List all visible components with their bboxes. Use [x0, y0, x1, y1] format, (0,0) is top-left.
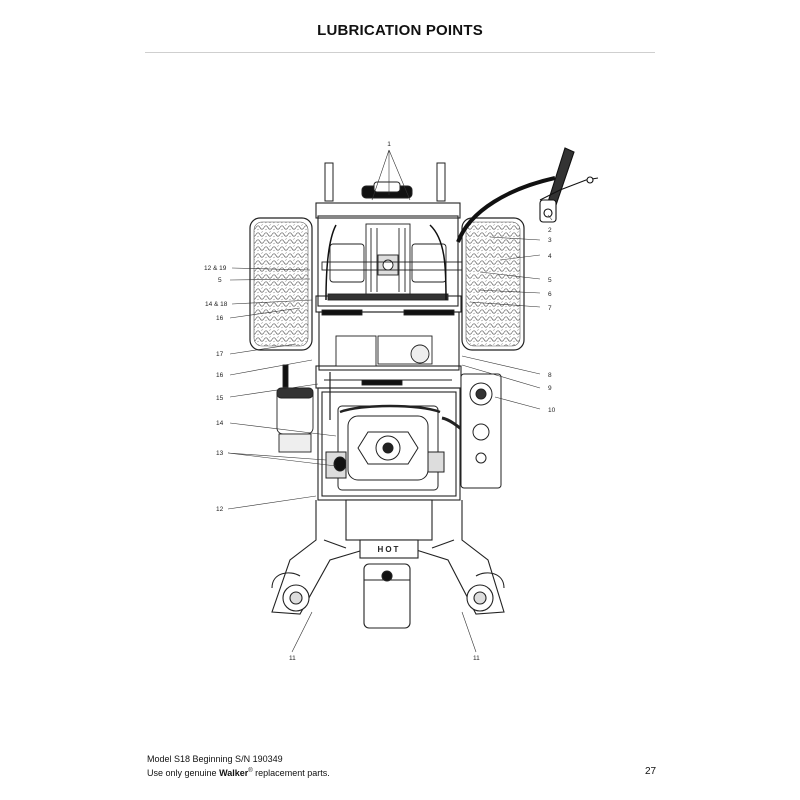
- callout-17: 17: [216, 351, 224, 358]
- hydraulic-hoses: [325, 176, 556, 301]
- callout-5-left: 5: [218, 277, 222, 284]
- callout-5-right: 5: [548, 277, 552, 284]
- callout-11-left: 11: [289, 655, 296, 662]
- brand-name: Walker: [219, 768, 249, 778]
- title-divider: [145, 52, 655, 53]
- leader-lines: [227, 149, 553, 653]
- callout-12-19: 12 & 19: [204, 265, 227, 272]
- callout-6: 6: [548, 291, 552, 298]
- hydraulic-pump: [324, 335, 452, 420]
- callout-14: 14: [216, 420, 224, 427]
- callout-14-18: 14 & 18: [205, 301, 228, 308]
- callout-8: 8: [548, 372, 552, 379]
- control-panel: [460, 373, 502, 489]
- callout-1: 1: [387, 141, 391, 148]
- page-title: LUBRICATION POINTS: [317, 22, 483, 39]
- callout-3: 3: [548, 237, 552, 244]
- axle-assembly: [321, 223, 463, 316]
- callout-15: 15: [216, 395, 224, 402]
- right-tire: [461, 217, 525, 351]
- callout-13: 13: [216, 450, 224, 457]
- deck-frame: [271, 499, 505, 629]
- model-serial-text: Model S18 Beginning S/N 190349: [147, 754, 283, 764]
- left-tire: [249, 217, 313, 351]
- replacement-parts-note: Use only genuine Walker® replacement par…: [147, 768, 330, 778]
- callout-2: 2: [548, 227, 552, 234]
- hot-decal: HOT: [378, 545, 401, 554]
- callout-16-top: 16: [216, 315, 224, 322]
- engine-block: [325, 404, 471, 491]
- callout-16-lower: 16: [216, 372, 224, 379]
- callout-9: 9: [548, 385, 552, 392]
- upright-posts: [324, 162, 446, 202]
- callout-7: 7: [548, 305, 552, 312]
- page-number: 27: [645, 766, 657, 777]
- callout-12: 12: [216, 506, 224, 513]
- caster-wheels: [271, 572, 505, 612]
- callout-labels: 1 2 3 4 5 6 7 8 9 10 12 & 19 5 14 & 18 1…: [204, 141, 556, 662]
- filter-canister: [276, 364, 314, 453]
- callout-10: 10: [548, 407, 556, 414]
- callout-11-right: 11: [473, 655, 480, 662]
- callout-4: 4: [548, 253, 552, 260]
- steering-lever: [539, 147, 599, 223]
- footer: Model S18 Beginning S/N 190349 Use only …: [147, 753, 330, 779]
